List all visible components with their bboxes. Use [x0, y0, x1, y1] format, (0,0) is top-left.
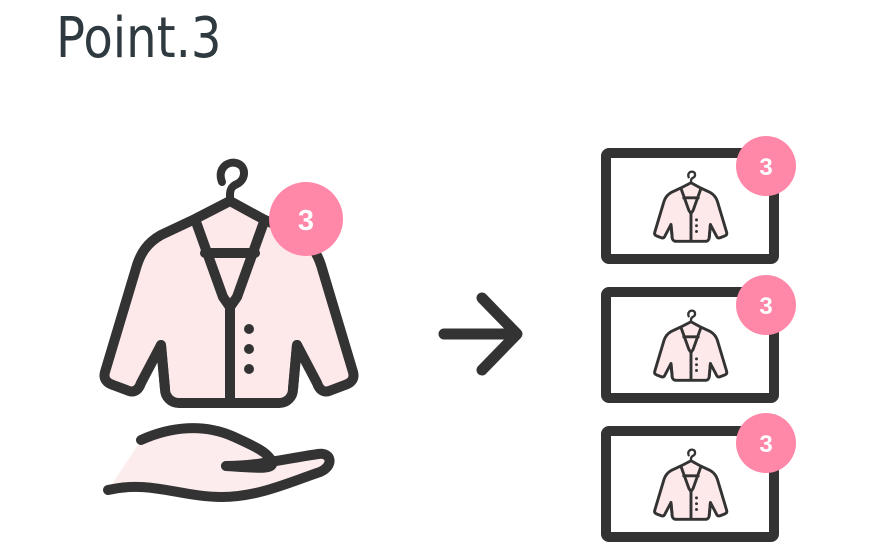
arrow-right-icon [438, 292, 523, 376]
quantity-badge: 3 [269, 182, 343, 256]
page-title: Point.3 [56, 6, 222, 71]
svg-text:3: 3 [759, 431, 772, 458]
svg-text:3: 3 [759, 154, 772, 181]
output-frame: 3 [601, 275, 796, 403]
open-hand-icon [103, 423, 335, 502]
output-frame: 3 [601, 413, 796, 542]
output-frame: 3 [601, 136, 796, 264]
quantity-badge: 3 [736, 413, 796, 473]
quantity-badge: 3 [736, 136, 796, 196]
badge-value: 3 [298, 205, 314, 237]
svg-text:3: 3 [759, 293, 772, 320]
quantity-badge: 3 [736, 275, 796, 335]
